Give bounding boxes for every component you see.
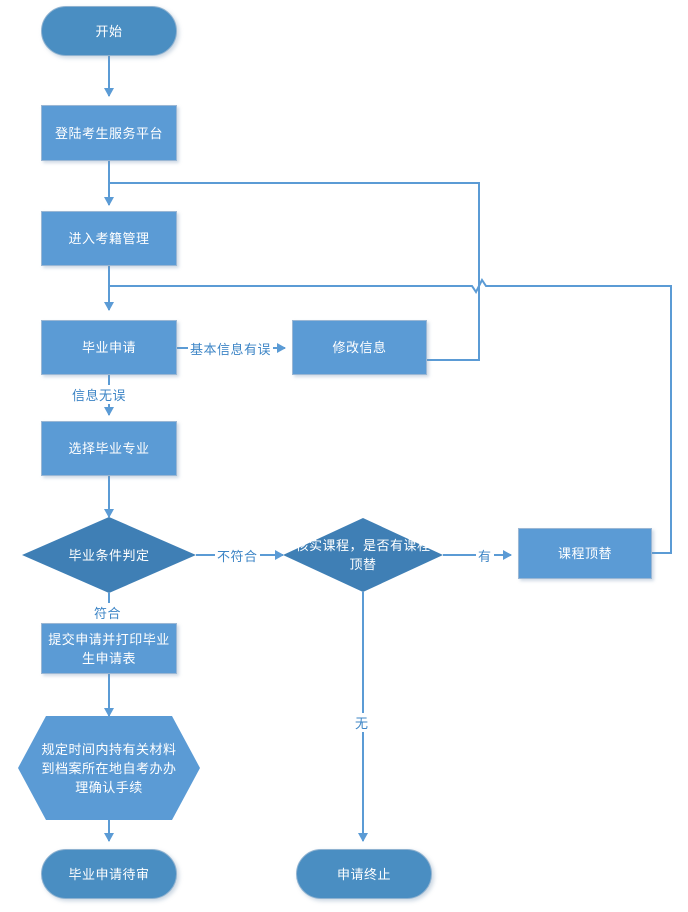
shape-verify-diamond[interactable] xyxy=(283,518,443,592)
node-start-label: 开始 xyxy=(95,23,123,39)
node-pending-review-label: 毕业申请待审 xyxy=(68,866,150,882)
edge-label-not-qualified: 不符合 xyxy=(215,546,260,565)
node-enter-registry[interactable]: 进入考籍管理 xyxy=(41,211,177,266)
edge-label-info-correct: 信息无误 xyxy=(70,385,129,404)
node-terminate-label: 申请终止 xyxy=(336,866,391,882)
edge-label-has-replacement: 有 xyxy=(476,546,494,565)
node-login-label: 登陆考生服务平台 xyxy=(54,125,163,141)
node-terminate[interactable]: 申请终止 xyxy=(296,849,432,899)
node-modify-info-label: 修改信息 xyxy=(332,340,387,355)
node-course-replacement[interactable]: 课程顶替 xyxy=(518,528,652,579)
shape-confirm-hexagon[interactable] xyxy=(18,716,200,820)
node-submit-print-label: 提交申请并打印毕业生申请表 xyxy=(48,631,170,666)
node-enter-registry-label: 进入考籍管理 xyxy=(68,231,150,246)
node-graduation-apply[interactable]: 毕业申请 xyxy=(41,320,177,375)
node-start[interactable]: 开始 xyxy=(41,6,177,56)
node-login[interactable]: 登陆考生服务平台 xyxy=(41,105,177,161)
node-submit-print[interactable]: 提交申请并打印毕业生申请表 xyxy=(41,623,177,674)
node-choose-major-label: 选择毕业专业 xyxy=(68,441,150,456)
edge-modify-enter xyxy=(109,182,480,361)
node-modify-info[interactable]: 修改信息 xyxy=(292,320,427,375)
edge-label-no-replacement: 无 xyxy=(353,713,371,732)
edge-replace-apply xyxy=(109,278,672,554)
decision-shapes xyxy=(22,517,443,593)
node-graduation-apply-label: 毕业申请 xyxy=(81,340,136,355)
shape-condition-diamond[interactable] xyxy=(22,517,196,593)
node-course-replacement-label: 课程顶替 xyxy=(557,546,612,561)
connectors xyxy=(104,56,672,842)
hexagon-shapes xyxy=(18,716,200,820)
edge-label-basic-info-error: 基本信息有误 xyxy=(188,339,274,358)
node-choose-major[interactable]: 选择毕业专业 xyxy=(41,421,177,476)
edge-label-qualified: 符合 xyxy=(92,603,124,622)
node-pending-review[interactable]: 毕业申请待审 xyxy=(41,849,177,899)
